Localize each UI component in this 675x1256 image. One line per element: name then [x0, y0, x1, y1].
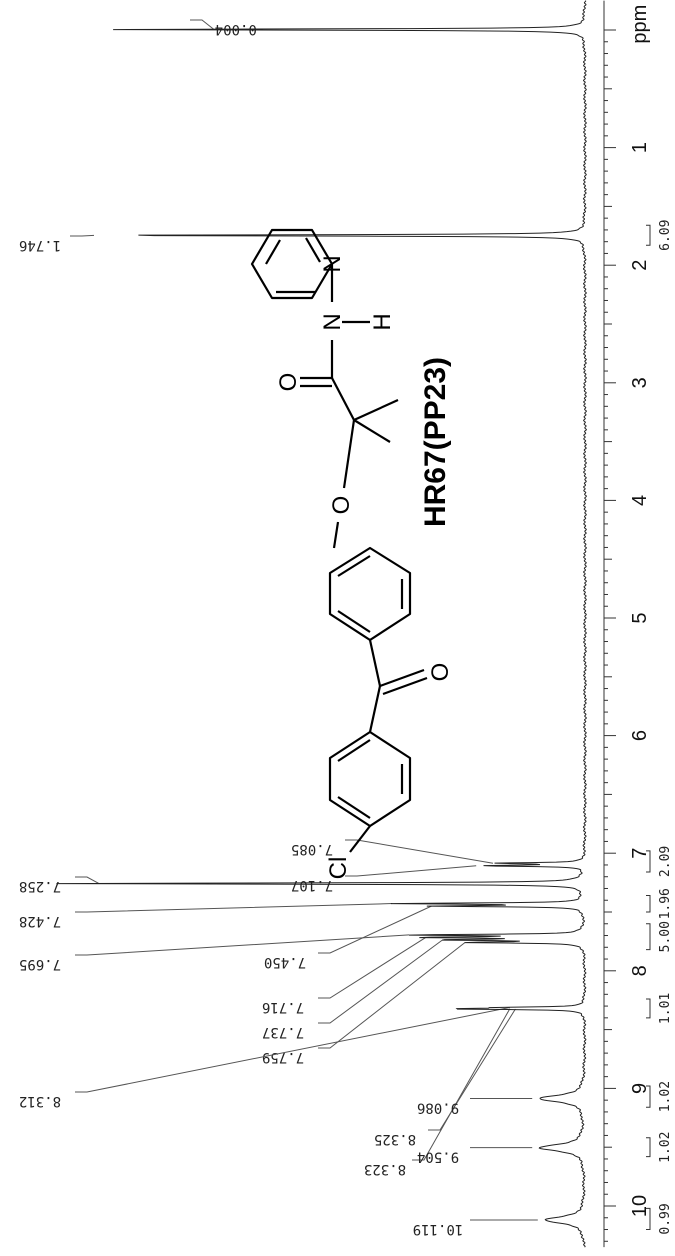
integral-layer: 6.09 2.09 1.96 5.00 1.01 1.02 1.02 0.99: [646, 220, 673, 1235]
peak-leader-line: [318, 936, 427, 999]
integral-bracket: [646, 923, 651, 951]
spectrum-trace: [56, 0, 588, 1248]
integral-value: 1.02: [658, 1081, 673, 1112]
methyl-bond: [353, 398, 399, 422]
bond-o-phenyl: [332, 521, 340, 549]
peak-label: 7.450: [264, 954, 306, 970]
peak-label: 7.085: [291, 841, 333, 857]
peak-label: 8.325: [374, 1131, 416, 1147]
axis-tick-label: 10: [629, 1195, 651, 1217]
peak-label: 8.312: [19, 1093, 61, 1109]
axis-tick-label: 1: [629, 142, 651, 153]
integral-value: 1.96: [658, 888, 673, 919]
axis-tick-label: 7: [629, 848, 651, 859]
atom-label-n-pyridine: N: [319, 255, 346, 272]
ketone-double-bond: [382, 676, 428, 696]
atom-label-n-amide: N: [319, 313, 346, 330]
pyridine-ring: [250, 228, 334, 300]
pyridine-double-bond: [305, 237, 321, 263]
peak-leader-line: [318, 942, 466, 1049]
peak-leader-line: [318, 939, 443, 1024]
peak-leader-line: [412, 1008, 511, 1161]
integral-bracket: [646, 1207, 651, 1231]
atom-label-h-amide: H: [369, 313, 396, 330]
bond-c-cl: [349, 825, 371, 853]
atom-labels: N N H O O O Cl: [275, 255, 454, 879]
chemical-structure: [250, 228, 428, 853]
axis-tick-label: 5: [629, 612, 651, 623]
axis-unit-label: ppm: [629, 5, 651, 44]
peak-leader-line: [75, 903, 393, 913]
integral-value: 0.99: [658, 1203, 673, 1234]
integral-value: 1.01: [658, 993, 673, 1024]
integral-value: 5.00: [658, 921, 673, 952]
integral-bracket: [646, 224, 651, 246]
phenyl-double-bond: [337, 796, 371, 819]
peak-label: 9.504: [417, 1149, 459, 1165]
atom-label-o-ketone: O: [427, 663, 454, 682]
axis-tick-label: 6: [629, 730, 651, 741]
peak-label: 7.759: [262, 1049, 304, 1065]
peak-leader-line: [70, 234, 95, 237]
integral-value: 6.09: [658, 220, 673, 251]
bond-phenyl-ketone: [368, 639, 382, 687]
peak-leader-line: [345, 839, 494, 864]
peak-label: 7.107: [291, 877, 333, 893]
phenyl-double-bond: [337, 739, 371, 762]
peak-label: 7.716: [262, 999, 304, 1015]
peak-label: 1.746: [19, 237, 61, 253]
peak-leader-line: [190, 19, 215, 30]
axis-tick-label: 2: [629, 260, 651, 271]
peak-label-layer: -0.0041.7467.0857.1077.2587.4287.4507.69…: [19, 19, 538, 1237]
bond-cq-o: [342, 419, 356, 489]
phenyl-double-bond: [337, 610, 371, 633]
atom-label-o-amide: O: [275, 373, 302, 392]
bond-ketone-phenyl: [368, 685, 382, 733]
peak-leader-line: [345, 865, 477, 877]
peak-leader-line: [75, 876, 100, 884]
integral-bracket: [646, 850, 651, 873]
peak-label: 7.695: [19, 956, 61, 972]
axis-tick-label: 9: [629, 1083, 651, 1094]
axis-tick-label: 8: [629, 965, 651, 976]
ketone-bond: [379, 668, 425, 688]
integral-bracket: [646, 1085, 651, 1108]
phenyl-ring-chloro: [328, 730, 412, 828]
ppm-axis: 1 2 3 4 5 6 7 8 9 10 ppm: [603, 0, 651, 1248]
integral-value: 1.02: [658, 1132, 673, 1163]
axis-tick-label: 3: [629, 377, 651, 388]
peak-label: 8.323: [364, 1161, 406, 1177]
peak-label: 7.737: [262, 1024, 304, 1040]
integral-bracket: [646, 1137, 651, 1158]
trace-layer: [56, 0, 588, 1248]
compound-label: HR67(PP23): [419, 357, 452, 527]
pyridine-double-bond: [265, 239, 281, 265]
atom-label-cl: Cl: [325, 857, 352, 880]
phenyl-double-bond: [337, 555, 371, 577]
peak-leader-line: [75, 934, 410, 956]
integral-value: 2.09: [658, 846, 673, 877]
peak-leader-line: [318, 905, 432, 954]
peak-leader-line: [75, 1007, 510, 1093]
peak-label: 9.086: [417, 1100, 459, 1116]
peak-label: 10.119: [413, 1221, 464, 1237]
phenyl-ring-middle: [328, 546, 412, 642]
axis-tick-label: 4: [629, 495, 651, 506]
integral-bracket: [646, 895, 651, 913]
peak-leader-line: [428, 1008, 516, 1131]
integral-bracket: [646, 998, 651, 1019]
peak-label: 7.258: [19, 878, 61, 894]
peak-label: 7.428: [19, 913, 61, 929]
methyl-bond: [353, 419, 391, 443]
atom-label-o-ether: O: [328, 496, 355, 515]
bond-c-cq: [331, 377, 355, 421]
